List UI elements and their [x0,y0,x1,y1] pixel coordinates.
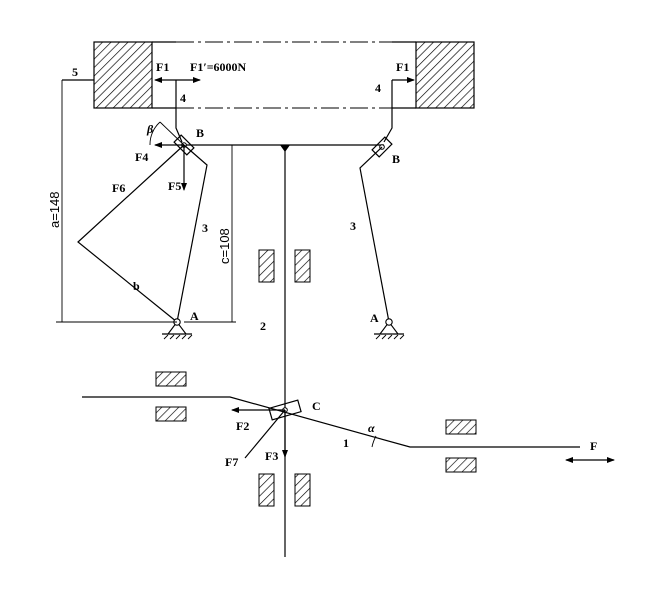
label-a-right: A [370,311,379,325]
label-f5: F5 [168,179,181,193]
guide-upper-right [294,249,311,283]
force-f1-left: F1 F1′=6000N [154,60,247,83]
link-4-right [383,80,393,143]
dimension-c: c=108 [184,145,236,323]
guide-wedge-left-top [155,371,187,387]
link-3-right [359,146,390,323]
label-1: 1 [343,436,349,450]
right-jaw-hatch [415,41,475,109]
force-f7-line [244,409,286,459]
label-2: 2 [260,319,266,333]
label-f7: F7 [225,455,238,469]
guide-wedge-right-bottom [445,457,477,473]
guide-wedge-right-top [445,419,477,435]
label-3-right: 3 [350,219,356,233]
pivot-a-right [374,318,405,340]
label-4-right: 4 [375,81,381,95]
force-triangle [77,144,185,323]
label-alpha: α [368,421,375,435]
label-f: F [590,439,597,453]
link-3-left [176,144,208,323]
guide-lower-left [258,473,275,507]
label-5: 5 [72,65,78,79]
label-f4: F4 [135,150,148,164]
label-b-right: B [392,152,400,166]
label-f6: F6 [112,181,125,195]
label-f3: F3 [265,449,278,463]
beta-arc [149,121,161,146]
label-b-left: B [196,126,204,140]
label-4-left: 4 [180,91,186,105]
label-b: b [133,279,140,293]
left-jaw-hatch [93,41,153,109]
label-f1-right: F1 [396,60,409,74]
label-f1-left: F1 [156,60,169,74]
dimension-a: a=148 [47,80,177,323]
label-3-left: 3 [202,221,208,235]
label-dim-a: a=148 [47,191,62,228]
label-f2: F2 [236,419,249,433]
guide-lower-right [294,473,311,507]
guide-wedge-left-bottom [155,406,187,422]
wedge-member-1 [82,396,580,448]
top-clamp-body [93,41,475,109]
label-c: C [312,399,321,413]
guide-upper-left [258,249,275,283]
alpha-arc [371,435,377,448]
link-4-left [175,80,183,143]
label-dim-c: c=108 [217,228,232,264]
label-a-left: A [190,309,199,323]
label-beta: β [146,122,154,136]
label-f1-prime: F1′=6000N [190,60,247,74]
